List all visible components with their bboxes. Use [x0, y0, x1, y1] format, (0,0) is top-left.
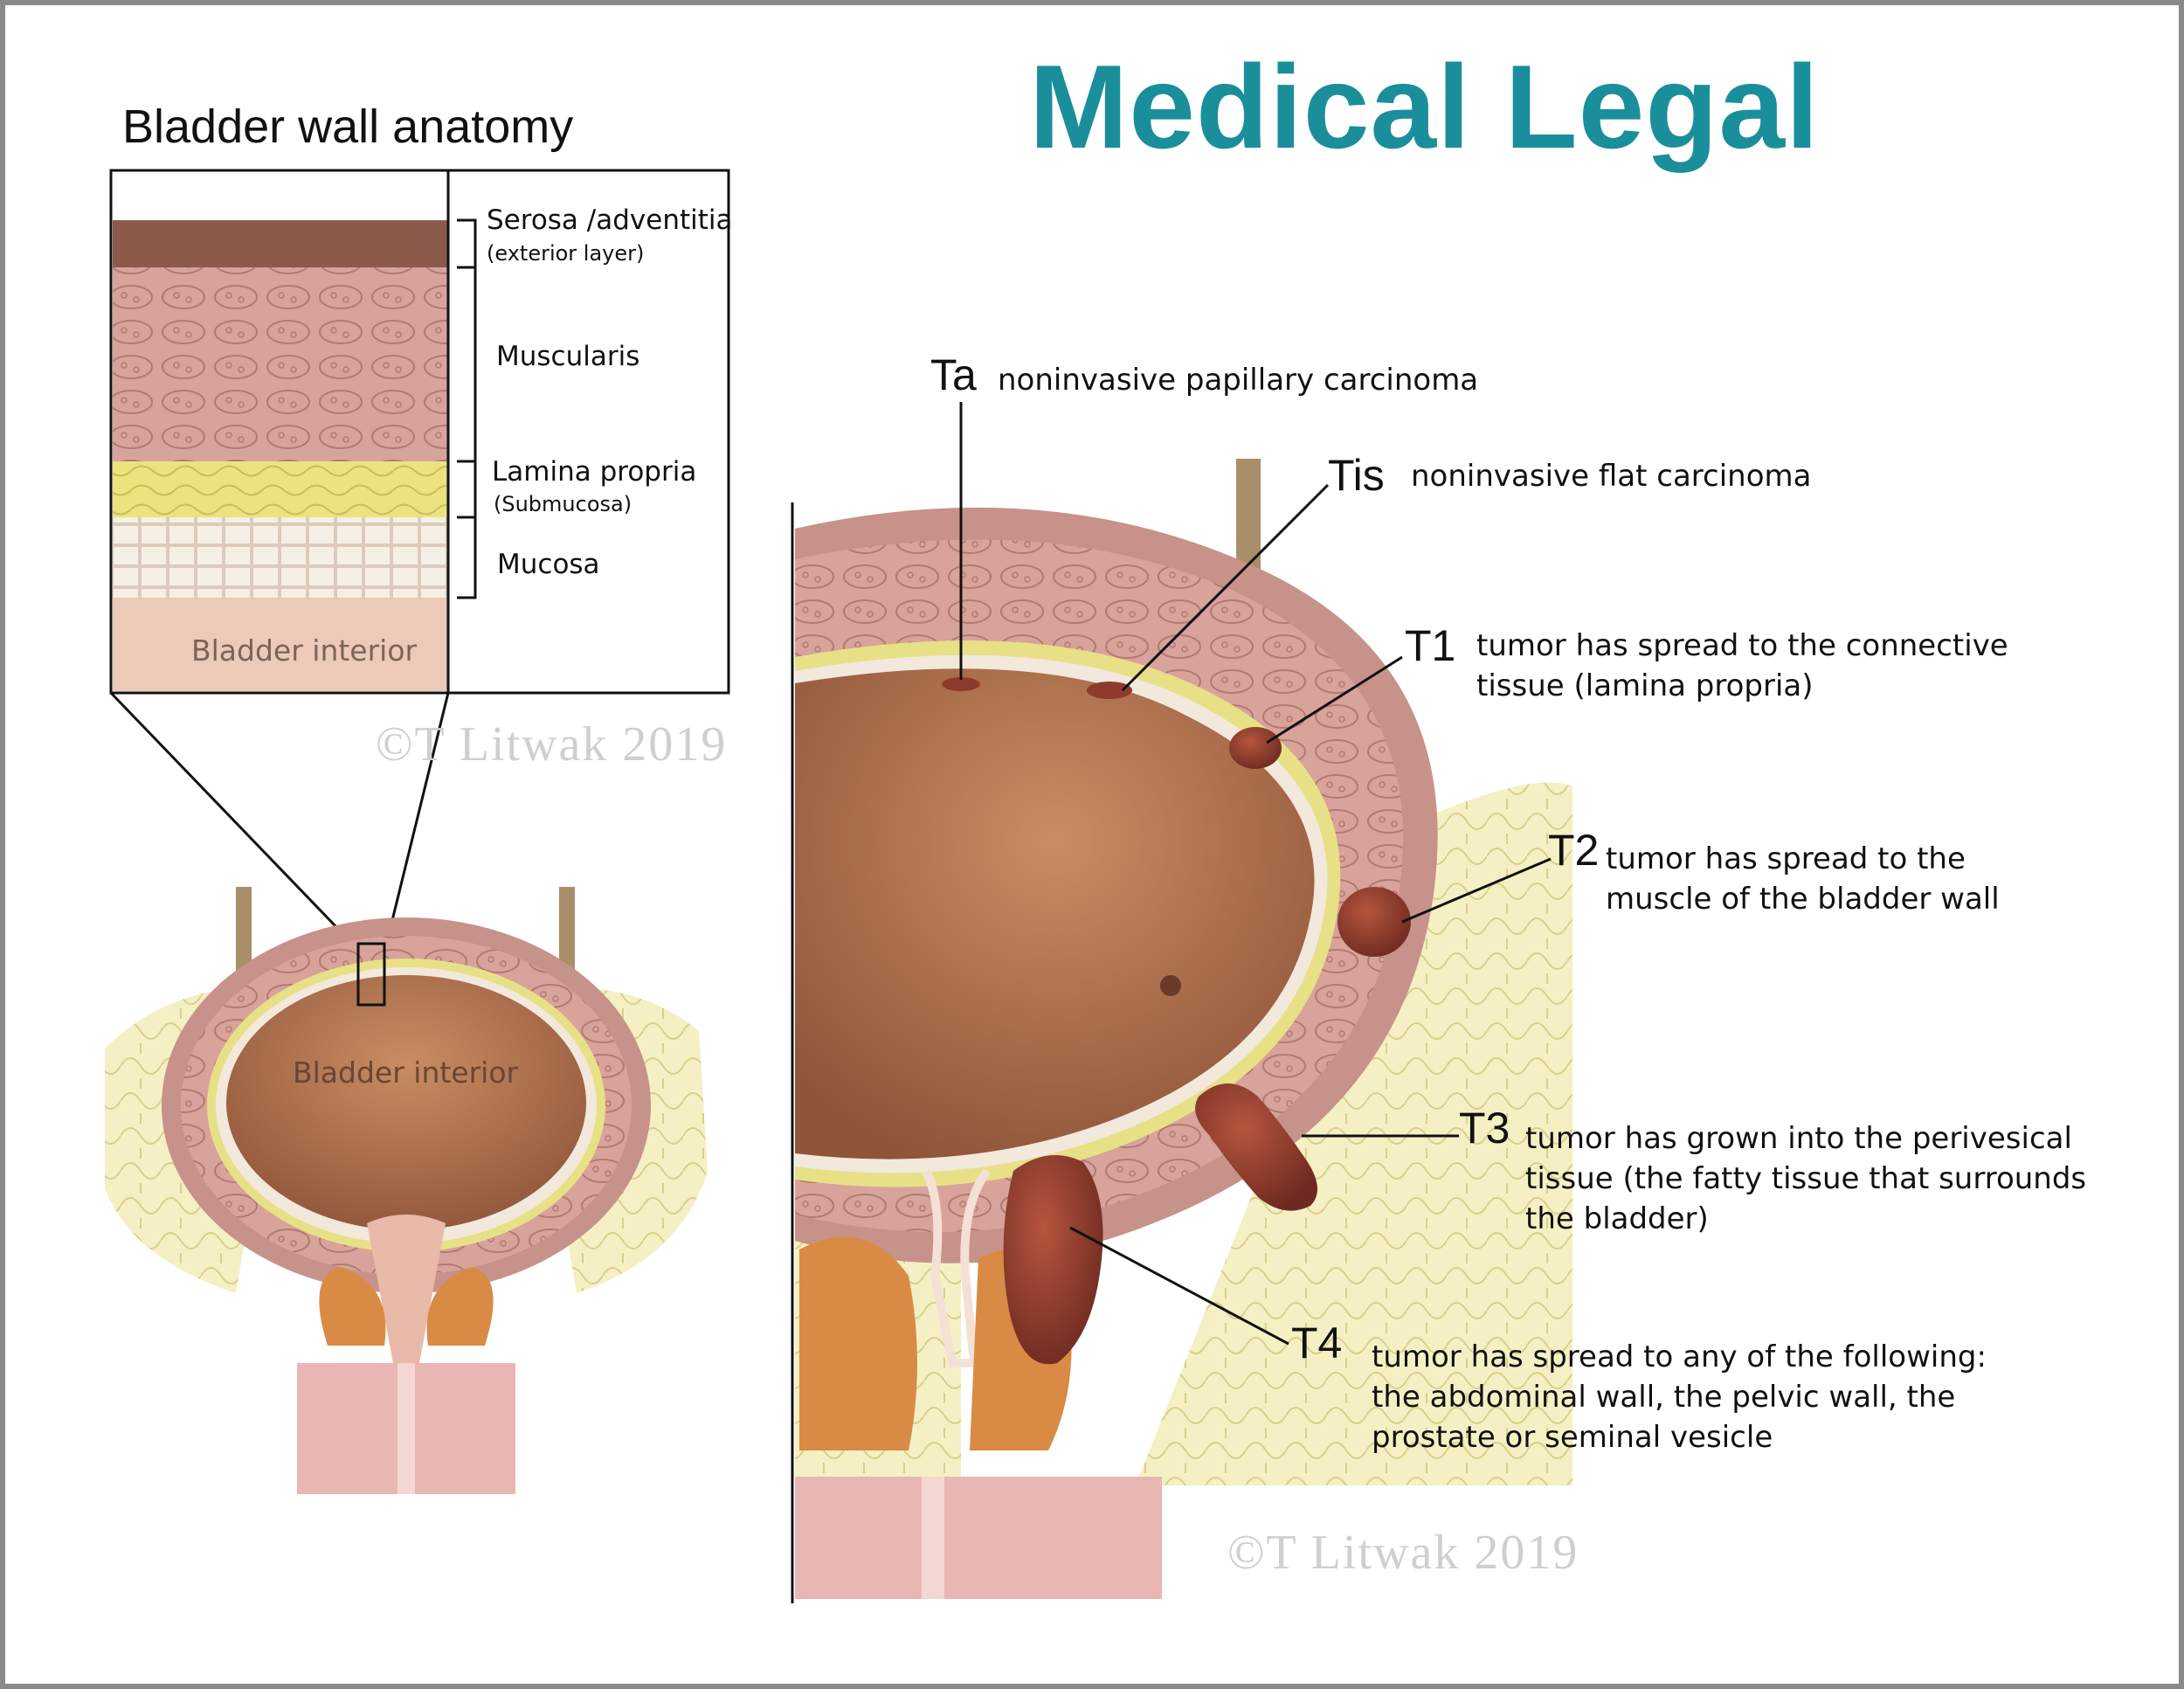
- tumor-t2: [1337, 887, 1411, 957]
- interior-layer: [113, 598, 448, 691]
- label-lamina-propria: Lamina propria: [492, 456, 697, 488]
- stage-t4-line3: prostate or seminal vesicle: [1372, 1420, 1773, 1455]
- serosa-layer: [113, 220, 448, 267]
- mucosa-layer: [113, 517, 448, 598]
- inset-title: Bladder wall anatomy: [122, 100, 574, 153]
- stage-t3-code: T3: [1459, 1104, 1510, 1153]
- wall-inset: [109, 169, 730, 695]
- stage-t4-code: T4: [1291, 1319, 1343, 1367]
- label-lamina-note: (Submucosa): [494, 492, 632, 516]
- stage-t3-line1: tumor has grown into the perivesical: [1525, 1121, 2072, 1156]
- tumor-ta: [942, 677, 980, 691]
- inset-interior-label: Bladder interior: [191, 633, 418, 668]
- leader-tis: [1121, 483, 1330, 692]
- leader-t2: [1401, 857, 1552, 924]
- stage-t1-code: T1: [1405, 621, 1456, 670]
- label-mucosa: Mucosa: [497, 549, 600, 580]
- stage-ta-desc: noninvasive papillary carcinoma: [998, 363, 1479, 398]
- watermark-top: ©T Litwak 2019: [376, 717, 728, 772]
- label-serosa: Serosa /adventitia: [487, 204, 733, 236]
- leader-t1: [1266, 655, 1403, 744]
- bracket-mucosa: [457, 516, 477, 599]
- stage-t3-line2: tissue (the fatty tissue that surrounds: [1525, 1161, 2087, 1196]
- small-bladder: [105, 887, 708, 1494]
- lamina-propria-layer: [113, 461, 448, 517]
- tumor-t4: [1003, 1155, 1103, 1365]
- stage-t4-line1: tumor has spread to any of the following…: [1372, 1339, 1987, 1374]
- stage-t2-line1: tumor has spread to the: [1606, 841, 1966, 876]
- tumor-t3: [1195, 1083, 1317, 1211]
- label-serosa-note: (exterior layer): [487, 241, 645, 266]
- small-bladder-interior-label: Bladder interior: [293, 1056, 519, 1090]
- stage-t2-code: T2: [1548, 826, 1600, 875]
- stage-ta-code: Ta: [930, 350, 977, 399]
- tumor-t1: [1229, 727, 1282, 769]
- stage-t1-line2: tissue (lamina propria): [1476, 668, 1814, 703]
- stage-t2-line2: muscle of the bladder wall: [1606, 882, 2000, 917]
- leader-t4: [1069, 1226, 1289, 1346]
- stage-t3-line3: the bladder): [1525, 1201, 1709, 1236]
- zoom-line-left: [109, 691, 363, 954]
- zoom-line-right: [383, 692, 450, 953]
- page-title: Medical Legal: [1029, 40, 1820, 173]
- stage-t4-line2: the abdominal wall, the pelvic wall, the: [1372, 1380, 1956, 1415]
- inset-marker: [356, 942, 386, 1007]
- stage-t1-line1: tumor has spread to the connective: [1476, 628, 2008, 663]
- muscularis-layer: [113, 267, 448, 461]
- label-muscularis: Muscularis: [496, 341, 640, 372]
- large-bladder: [791, 402, 1572, 1603]
- watermark-bottom: ©T Litwak 2019: [1227, 1526, 1579, 1580]
- stage-tis-code: Tis: [1328, 451, 1385, 500]
- tumor-tis: [1087, 682, 1132, 699]
- stage-tis-desc: noninvasive flat carcinoma: [1411, 459, 1812, 494]
